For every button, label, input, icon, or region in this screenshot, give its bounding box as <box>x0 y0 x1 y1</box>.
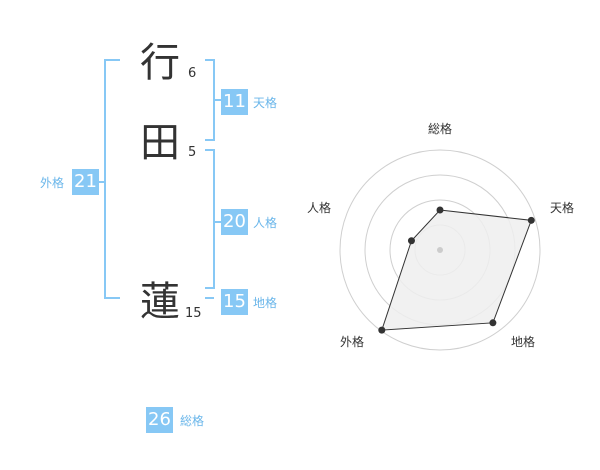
radar-polygon <box>381 209 532 331</box>
gaikaku-badge: 21 <box>72 169 99 195</box>
jinkaku-bracket <box>205 149 215 289</box>
radar-point-4 <box>407 237 415 245</box>
name-char-2: 田 <box>140 120 180 166</box>
radar-label-jinkaku: 人格 <box>307 201 332 215</box>
radar-point-0 <box>436 206 444 214</box>
gaikaku-label: 外格 <box>40 176 65 190</box>
soukaku-badge: 26 <box>146 407 173 433</box>
radar-ring <box>339 149 541 351</box>
radar-label-soukaku: 総格 <box>428 122 453 136</box>
radar-label-gaikaku: 外格 <box>340 335 365 349</box>
name-char-1: 行 <box>140 40 180 86</box>
jinkaku-label: 人格 <box>253 216 278 230</box>
name-char-3-strokes: 15 <box>185 306 202 321</box>
jinkaku-badge: 20 <box>221 209 248 235</box>
radar-point-2 <box>489 319 497 327</box>
name-char-3: 蓮 <box>140 279 180 325</box>
name-char-1-strokes: 6 <box>188 66 197 81</box>
chikaku-badge: 15 <box>221 289 248 315</box>
radar-center-dot <box>437 247 443 253</box>
radar-point-1 <box>527 216 535 224</box>
gaikaku-bracket <box>104 59 120 299</box>
soukaku-label: 総格 <box>180 414 205 428</box>
radar-label-tenkaku: 天格 <box>550 201 575 215</box>
chikaku-label: 地格 <box>253 296 278 310</box>
tenkaku-badge: 11 <box>221 89 248 115</box>
tenkaku-label: 天格 <box>253 96 278 110</box>
name-char-2-strokes: 5 <box>188 145 197 160</box>
radar-point-3 <box>378 326 386 334</box>
radar-label-chikaku: 地格 <box>511 335 536 349</box>
